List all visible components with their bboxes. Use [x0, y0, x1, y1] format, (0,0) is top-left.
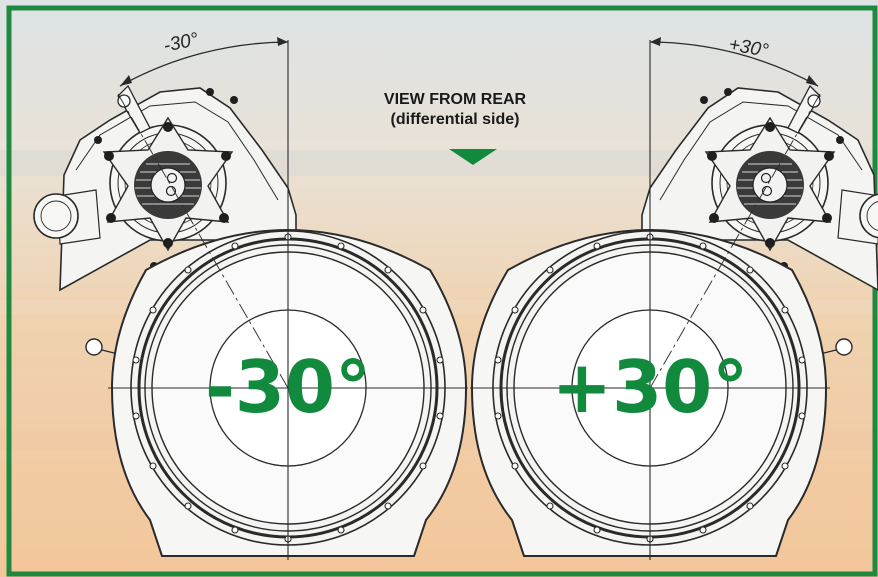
- down-arrow-icon: [449, 149, 497, 165]
- big-label-right: +30°: [552, 345, 749, 429]
- caption-line-1: VIEW FROM REAR: [383, 91, 527, 108]
- view-caption: VIEW FROM REAR (differential side): [320, 90, 590, 130]
- big-label-left: -30°: [205, 345, 371, 429]
- frame-border: [6, 5, 878, 577]
- caption-line-2: (differential side): [390, 111, 520, 128]
